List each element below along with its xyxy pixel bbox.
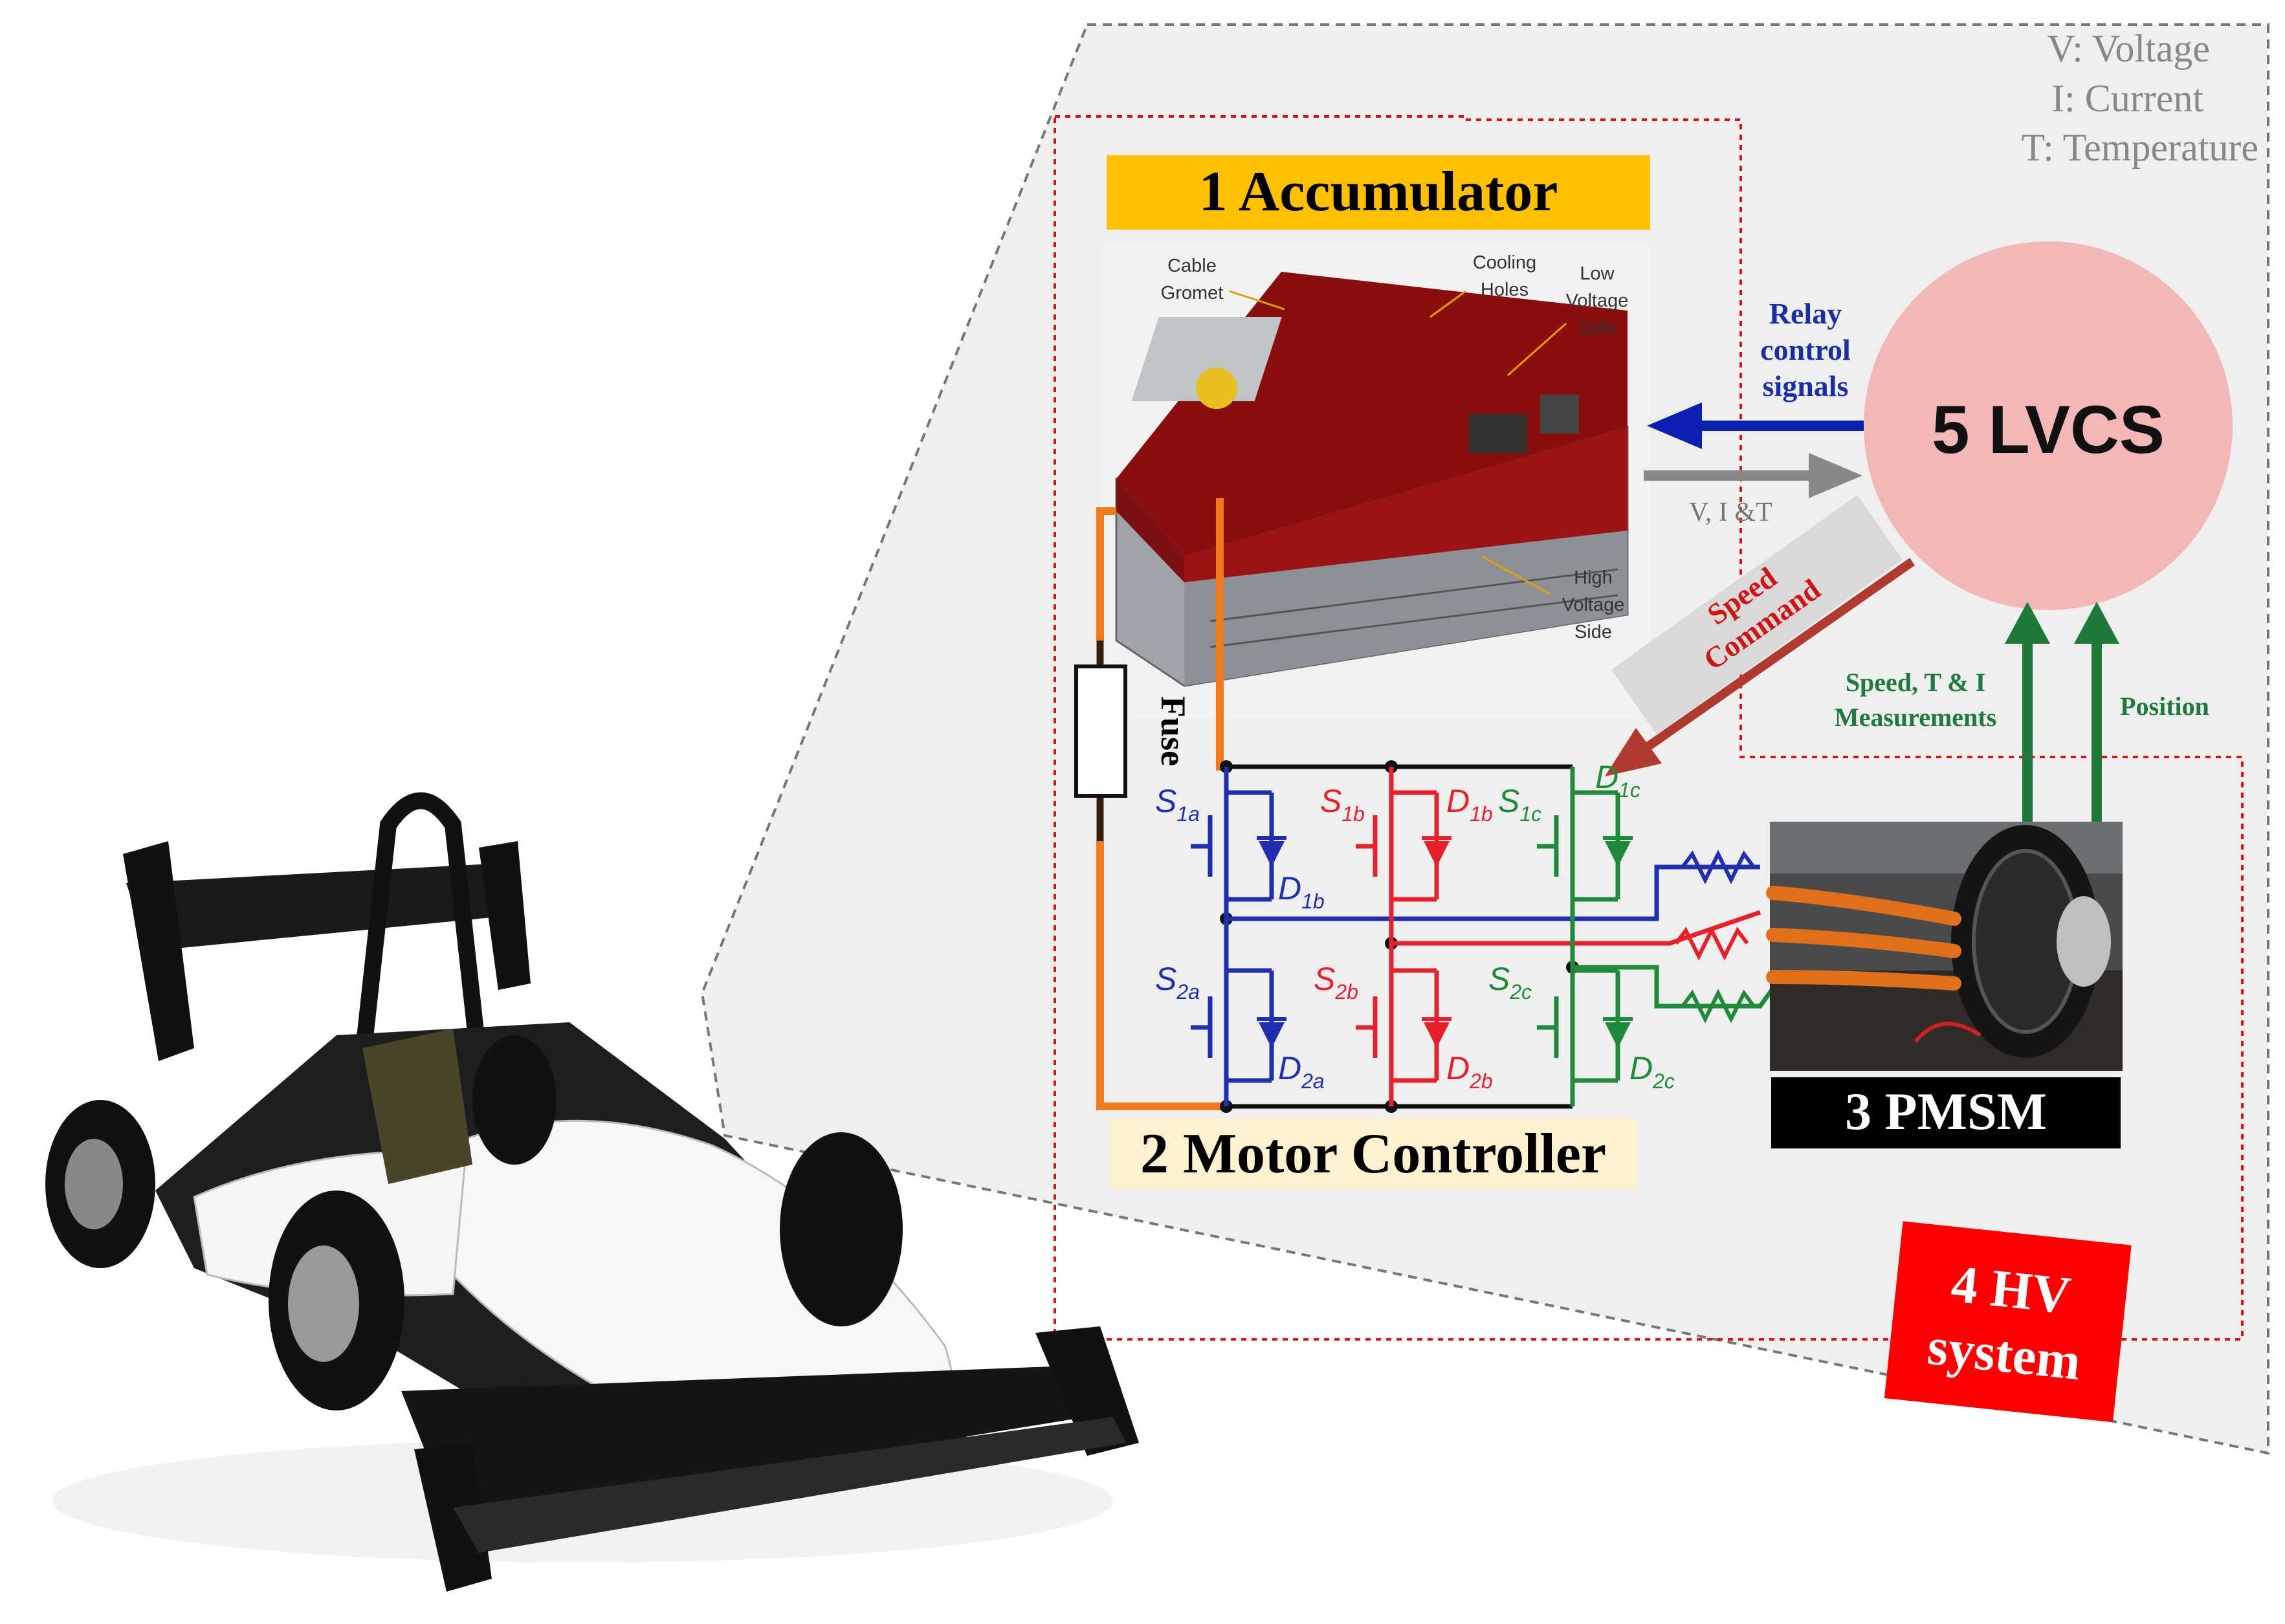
speed-command-arrow [1605,728,1662,776]
relay-label-l1: Relay [1769,297,1842,330]
legend-current: I: Current [2051,77,2203,120]
speed-meas-l1: Speed, T & I [1846,668,1985,697]
callout-low-voltage-l1: Low [1580,263,1615,284]
pmsm-label: 3 PMSM [1845,1082,2047,1141]
resistor-c [1681,989,1756,1024]
label-d1b-right: D1b [1446,783,1493,826]
position-arrow [2074,602,2119,644]
label-s1a: S1a [1155,783,1200,826]
relay-label-l3: signals [1763,369,1849,402]
phase-b-leg [1356,767,1761,1106]
vit-arrow [1809,453,1862,498]
label-s1c: S1c [1498,783,1541,826]
speed-command-banner [1611,495,1903,734]
phase-c-leg [1537,767,1778,1106]
fuse-label: Fuse [1154,696,1193,766]
callout-low-voltage-l2: Voltage [1566,291,1629,311]
race-car-illustration [45,792,1139,1592]
measurements-arrow [2005,602,2050,644]
motor-controller-label-bg [1110,1118,1637,1189]
lvcs-label: 5 LVCS [1932,392,2165,468]
callout-high-voltage-l3: Side [1574,622,1612,642]
label-s2a: S2a [1155,961,1200,1004]
label-d1c: D1c [1595,759,1640,802]
label-d2b: D2b [1446,1050,1493,1093]
speed-meas-l2: Measurements [1835,703,1996,732]
hv-system-label: 4 HV system [1884,1221,2132,1423]
callout-low-voltage-l3: Side [1578,318,1616,338]
label-s2c: S2c [1488,961,1532,1004]
callout-cooling-holes-l1: Cooling [1473,252,1536,273]
relay-arrow [1647,402,1702,449]
label-s2b: S2b [1314,961,1358,1004]
svg-text:4 HV: 4 HV [1948,1254,2073,1325]
pmsm-label-bg [1771,1077,2121,1148]
relay-label-l2: control [1760,333,1851,366]
legend-voltage: V: Voltage [2047,27,2210,70]
label-s1b: S1b [1320,783,1365,826]
accumulator-box-illustration [1100,243,1650,718]
callout-high-voltage-l2: Voltage [1562,595,1625,615]
resistor-a [1681,850,1756,884]
callout-cooling-holes-l2: Holes [1481,280,1529,300]
legend-temperature: T: Temperature [2021,126,2258,169]
phase-a-leg [1191,767,1760,1106]
callout-cable-gromet-l1: Cable [1167,256,1217,276]
pmsm-photo [1766,822,2123,1071]
callout-high-voltage-l1: High [1574,567,1613,588]
accumulator-label-bg [1107,155,1650,230]
accumulator-title: 1 Accumulator [1199,160,1558,223]
resistor-b [1674,926,1749,961]
motor-controller-label: 2 Motor Controller [1140,1123,1606,1185]
hv-boundary [1054,115,2244,1341]
label-d2a: D2a [1278,1050,1325,1093]
fuse-symbol [1074,664,1127,798]
callout-cable-gromet-l2: Gromet [1161,283,1224,303]
label-d2c: D2c [1629,1050,1675,1093]
position-label: Position [2120,692,2209,721]
vit-label: V, I &T [1689,498,1772,527]
lvcs-circle [1864,241,2233,610]
label-d1b-left: D1b [1278,870,1325,913]
